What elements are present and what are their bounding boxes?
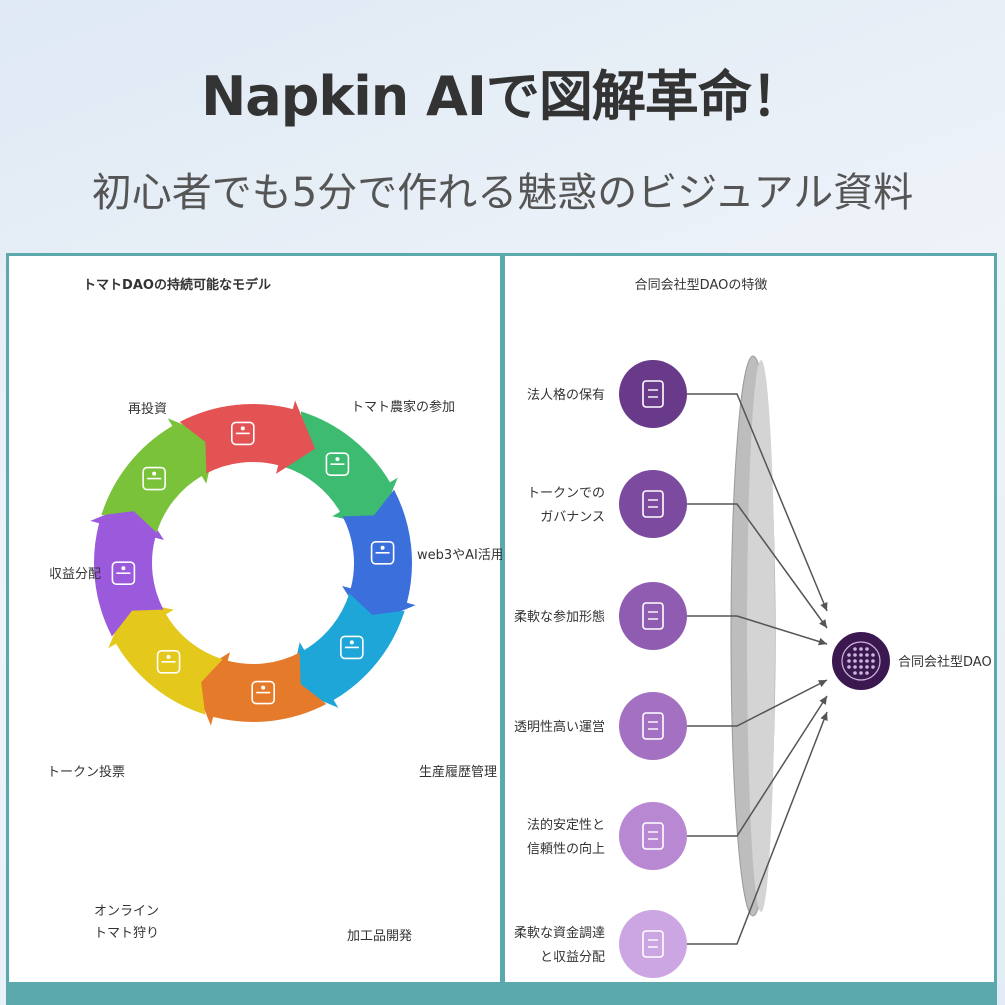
feature-label: 透明性高い運営: [514, 719, 605, 735]
tomato-icon: [251, 680, 275, 705]
arrowhead: [819, 696, 827, 705]
connector-line: [687, 679, 828, 727]
feature-circle: [619, 802, 687, 870]
dollar-coin-icon: [111, 561, 136, 585]
handshake-icon: [642, 822, 664, 850]
cycle-step-label: トマト農家の参加: [351, 399, 455, 415]
cycle-segment: [342, 489, 416, 626]
cycle-step-label: トークン投票: [47, 764, 125, 780]
feature-label: 法的安定性と: [527, 817, 605, 833]
feature-label: 信頼性の向上: [527, 841, 605, 857]
cycle-diagram: トマトDAOの持続可能なモデル トマト農家の参加 web3やAI活用生産履歴管理加…: [47, 277, 504, 944]
cycle-step-label: web3やAI活用: [417, 548, 504, 563]
token-coin-icon: [642, 490, 664, 518]
farm-crate-icon: [325, 452, 350, 476]
cycle-segment: [108, 599, 223, 715]
cycle-step-label: 再投資: [128, 401, 167, 417]
dots-circle-icon: [841, 641, 881, 681]
bottom-border: [6, 985, 997, 1005]
cycle-segment: [101, 418, 217, 533]
tree-roots-icon: [642, 712, 664, 740]
cycle-diagram-panel: トマトDAOの持続可能なモデル トマト農家の参加 web3やAI活用生産履歴管理加…: [6, 253, 504, 985]
feature-item: 柔軟な参加形態: [514, 582, 687, 650]
feature-label: 柔軟な資金調達: [514, 925, 605, 941]
feature-circle: [619, 582, 687, 650]
cycle-segment: [190, 652, 327, 726]
document-scale-icon: [642, 380, 664, 408]
feature-circle: [619, 470, 687, 538]
hub-label: 合同会社型DAO: [898, 654, 992, 670]
cycle-segment: [90, 500, 164, 637]
presenter-icon: [142, 466, 166, 491]
cycle-segment: [179, 400, 316, 474]
arrowhead: [820, 712, 828, 721]
feature-label: ガバナンス: [540, 510, 605, 525]
connector-line: [687, 711, 828, 945]
feature-label: 柔軟な参加形態: [514, 609, 605, 625]
arrowhead: [820, 602, 828, 611]
checklist-icon: [340, 635, 364, 660]
cycle-segment: [283, 411, 398, 527]
cycle-segment: [289, 593, 405, 708]
arrowhead: [818, 637, 827, 646]
money-bag-icon: [642, 930, 664, 958]
cycle-step-label: 生産履歴管理: [419, 764, 497, 780]
feature-item: 透明性高い運営: [514, 692, 687, 760]
cycle-diagram-title: トマトDAOの持続可能なモデル: [83, 277, 271, 293]
connector-line: [687, 695, 828, 837]
arrowhead: [819, 619, 827, 628]
feature-circle: [619, 360, 687, 428]
page-title: Napkin AIで図解革命！: [201, 65, 805, 128]
feature-label: トークンでの: [527, 486, 605, 501]
feature-label: 法人格の保有: [527, 387, 605, 403]
features-diagram-title: 合同会社型DAOの特徴: [635, 277, 768, 293]
trees-icon: [156, 650, 181, 674]
connector-line: [687, 615, 828, 645]
feature-circle: [619, 910, 687, 978]
cycle-step-label: トマト狩り: [94, 926, 159, 941]
connector-line: [687, 393, 828, 612]
feature-label: と収益分配: [540, 950, 605, 965]
hands-icon: [642, 602, 664, 630]
binary-code-icon: [370, 541, 395, 565]
feature-circle: [619, 692, 687, 760]
features-diagram-panel: 合同会社型DAOの特徴 法人格の保有トークンでのガバナンス柔軟な参加形態透明性高…: [502, 253, 997, 985]
cycle-step-label: 収益分配: [49, 567, 101, 582]
arrowhead: [818, 680, 827, 688]
cycle-step-label: 加工品開発: [347, 929, 412, 944]
recycle-icon: [231, 421, 255, 446]
lens-disc-face: [747, 360, 775, 912]
cycle-step-label: オンライン: [94, 904, 159, 919]
features-diagram: 合同会社型DAOの特徴 法人格の保有トークンでのガバナンス柔軟な参加形態透明性高…: [514, 277, 992, 978]
connector-line: [687, 503, 828, 629]
page-subtitle: 初心者でも5分で作れる魅惑のビジュアル資料: [91, 170, 914, 216]
feature-item: 法人格の保有: [527, 360, 687, 428]
